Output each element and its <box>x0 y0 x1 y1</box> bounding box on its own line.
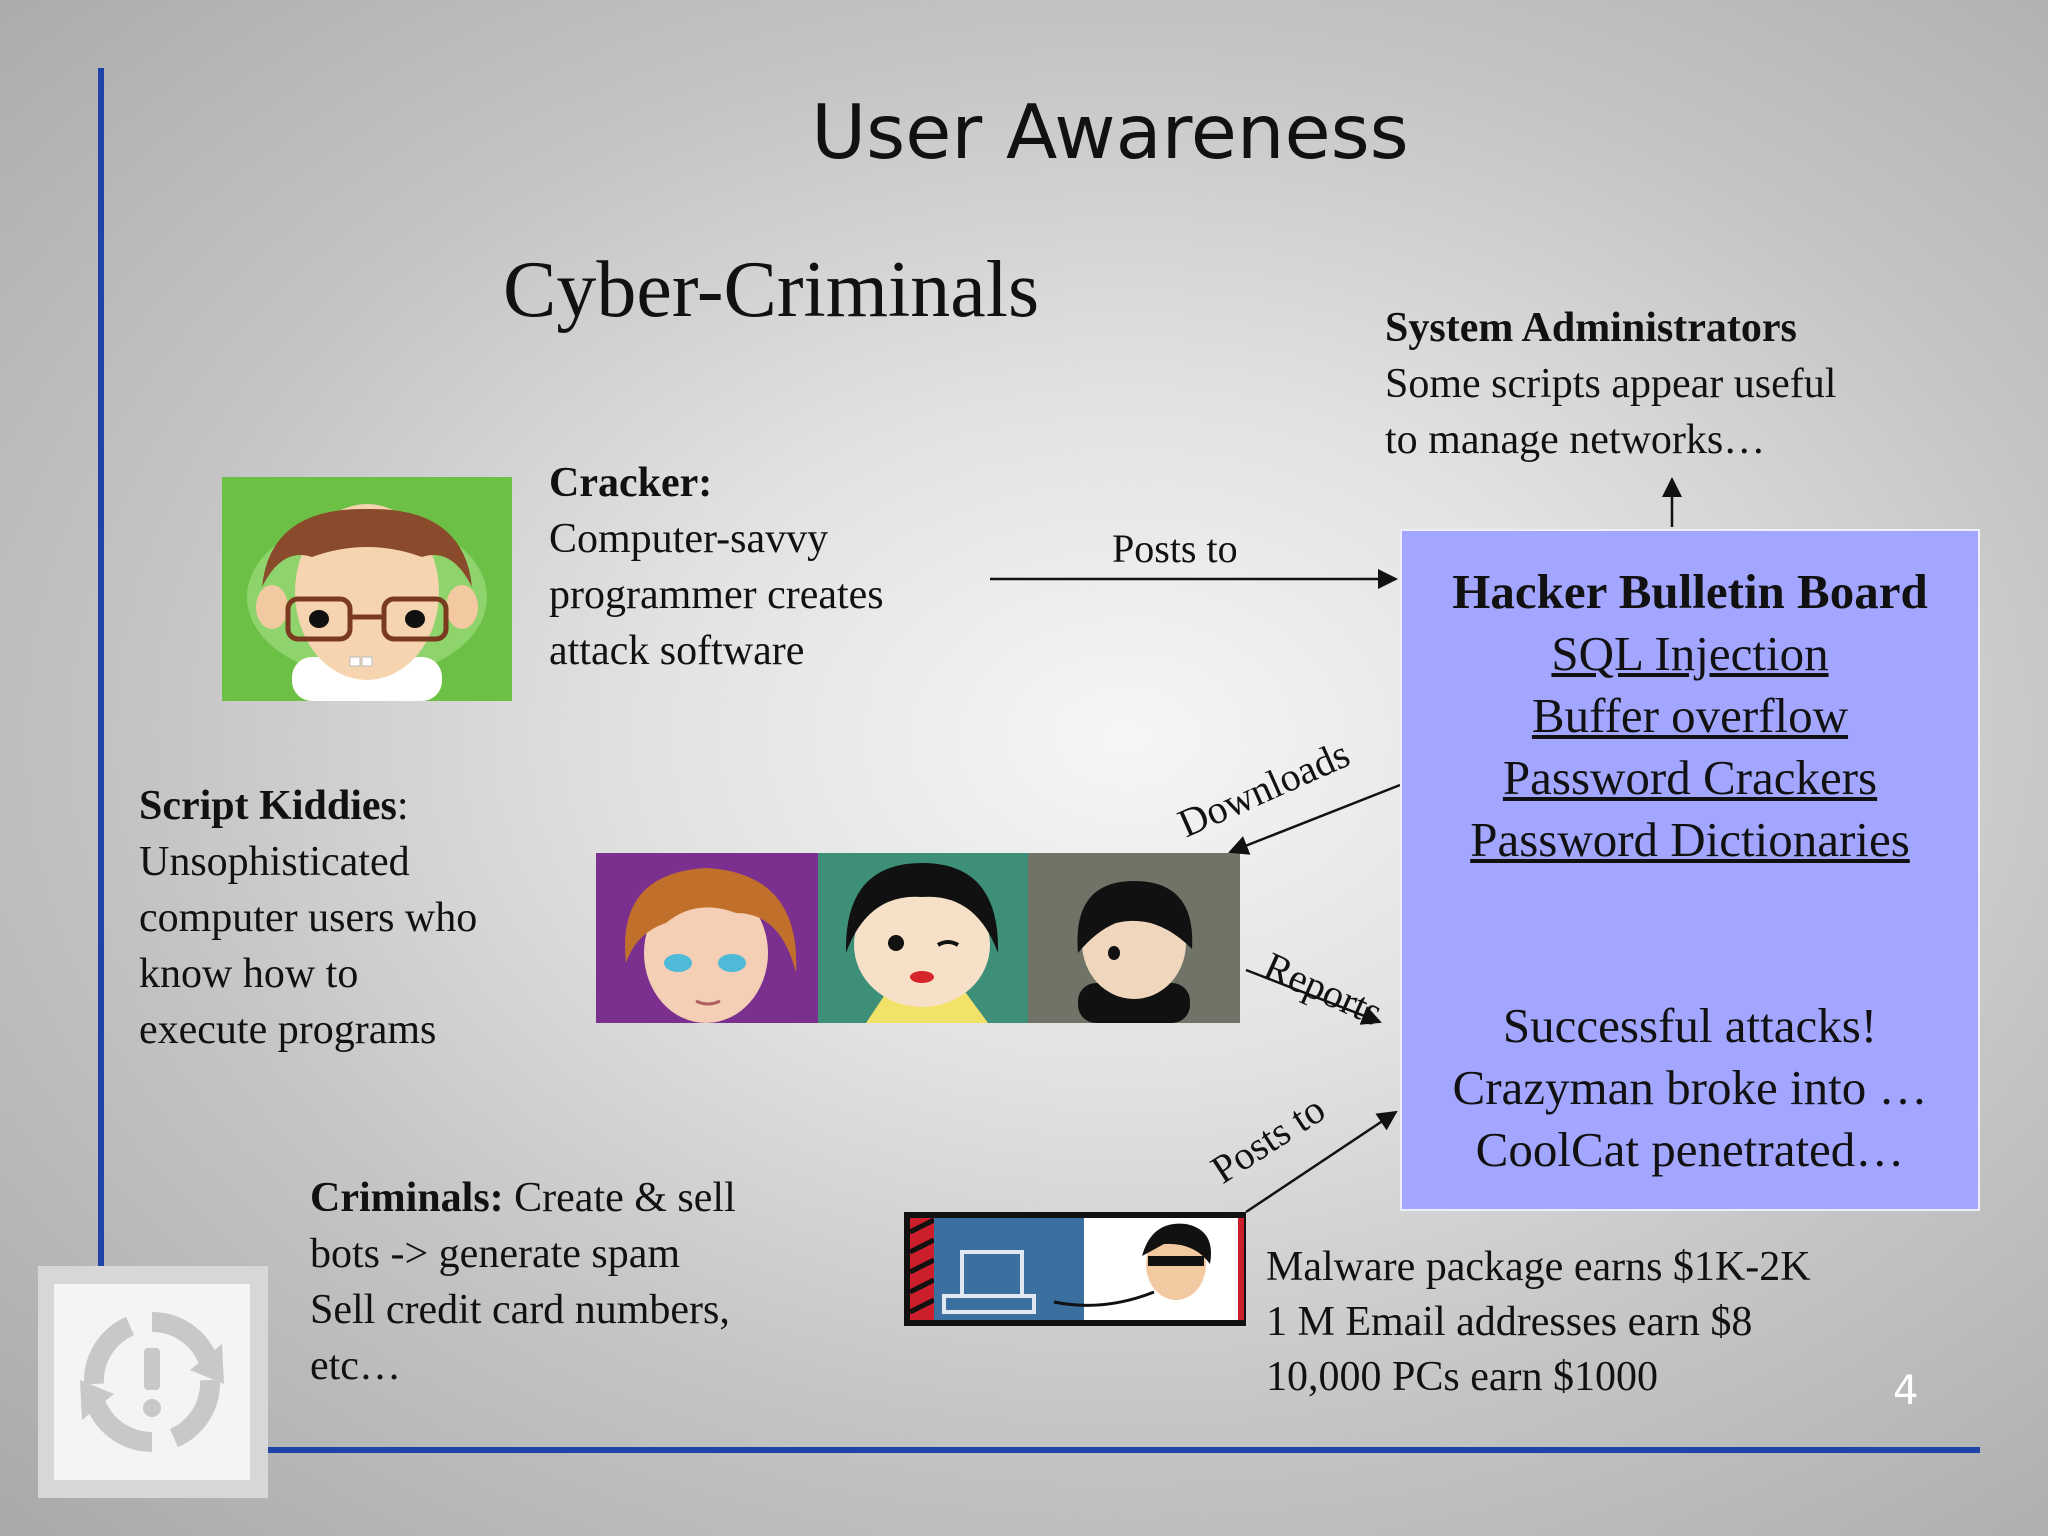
cracker-heading: Cracker: <box>549 460 713 506</box>
earnings-line3: 10,000 PCs earn $1000 <box>1266 1354 1658 1400</box>
bottom-accent-line <box>268 1447 1980 1453</box>
board-attack-1: Crazyman broke into … <box>1452 1060 1928 1115</box>
arrow-downloads <box>1228 783 1401 855</box>
page-number: 4 <box>1893 1368 1919 1414</box>
sysadmin-heading: System Administrators <box>1385 305 1797 351</box>
criminals-line1: Create & sell <box>503 1175 736 1221</box>
arrow-criminal-posts <box>1245 1110 1398 1214</box>
criminal-hacker-image <box>904 1212 1246 1326</box>
criminals-heading: Criminals: <box>310 1175 504 1221</box>
board-attack-2: CoolCat penetrated… <box>1475 1122 1905 1177</box>
kiddies-line2: computer users who <box>139 895 478 941</box>
kiddies-colon: : <box>396 783 409 829</box>
sysadmin-line1: Some scripts appear useful <box>1385 361 1837 407</box>
board-link-buffer-overflow[interactable]: Buffer overflow <box>1531 688 1849 743</box>
board-link-sql-injection[interactable]: SQL Injection <box>1551 626 1829 681</box>
earnings-block: Malware package earns $1K-2K 1 M Email a… <box>1266 1240 1811 1405</box>
cracker-avatar <box>222 477 512 701</box>
sysadmin-line2: to manage networks… <box>1385 417 1766 463</box>
hacker-bulletin-board: Hacker Bulletin Board SQL Injection Buff… <box>1400 529 1980 1211</box>
kiddies-line3: know how to <box>139 951 359 997</box>
arrow-reports <box>1245 968 1382 1025</box>
board-link-password-dictionaries[interactable]: Password Dictionaries <box>1470 812 1910 867</box>
slide-subtitle: Cyber-Criminals <box>503 246 1040 334</box>
criminals-line3: Sell credit card numbers, <box>310 1287 730 1333</box>
left-accent-line <box>98 68 104 1278</box>
board-attacks-heading: Successful attacks! <box>1502 998 1878 1053</box>
criminals-line4: etc… <box>310 1343 401 1389</box>
kiddies-block: Script Kiddies: Unsophisticated computer… <box>139 778 477 1058</box>
sysadmin-block: System Administrators Some scripts appea… <box>1385 300 1836 468</box>
kiddies-line1: Unsophisticated <box>139 839 410 885</box>
cracker-line2: programmer creates <box>549 572 884 618</box>
slide-title: User Awareness <box>811 88 1409 176</box>
cracker-block: Cracker: Computer-savvy programmer creat… <box>549 455 884 679</box>
script-kiddies-avatars <box>596 853 1240 1023</box>
criminals-block: Criminals: Create & sell bots -> generat… <box>310 1170 736 1394</box>
sync-alert-tile[interactable] <box>38 1266 268 1498</box>
cracker-line1: Computer-savvy <box>549 516 829 562</box>
earnings-line2: 1 M Email addresses earn $8 <box>1266 1299 1753 1345</box>
board-link-password-crackers[interactable]: Password Crackers <box>1502 750 1878 805</box>
board-heading: Hacker Bulletin Board <box>1452 564 1928 619</box>
sync-alert-icon <box>80 1311 224 1453</box>
kiddies-heading: Script Kiddies <box>139 783 397 829</box>
label-posts-to-1: Posts to <box>1112 526 1238 571</box>
earnings-line1: Malware package earns $1K-2K <box>1266 1244 1811 1290</box>
cracker-line3: attack software <box>549 628 805 674</box>
kiddies-line4: execute programs <box>139 1007 437 1053</box>
criminals-line2: bots -> generate spam <box>310 1231 681 1277</box>
